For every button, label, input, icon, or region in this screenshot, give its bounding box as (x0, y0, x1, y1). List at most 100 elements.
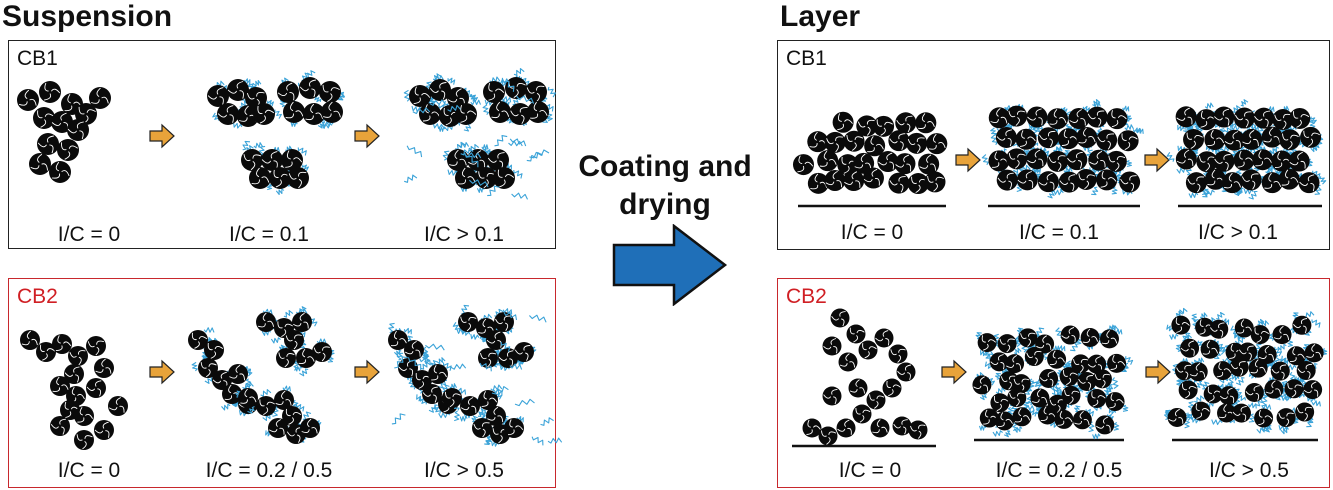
particle-highlight (275, 390, 292, 406)
ionomer-chain (1003, 430, 1011, 438)
particle-highlight (323, 101, 341, 118)
suspension-cb2-ic-0: I/C = 0 (57, 459, 121, 482)
suspension-cb2-agg-2b (452, 304, 537, 371)
carbon-particle (1219, 386, 1239, 406)
particle-highlight (889, 133, 906, 150)
ionomer-chain (450, 363, 467, 370)
carbon-particle (832, 111, 854, 133)
ionomer-chain (1176, 307, 1188, 316)
particle-highlight (277, 321, 294, 337)
particle-highlight (831, 311, 846, 327)
particle-highlight (1048, 155, 1066, 172)
particle-highlight (849, 327, 865, 343)
carbon-particle (1087, 389, 1107, 409)
particle-highlight (1297, 363, 1313, 379)
ionomer-chain (403, 327, 412, 335)
ionomer-chain (1124, 124, 1134, 131)
particle-highlight (460, 316, 477, 332)
ionomer-chain (419, 357, 431, 366)
ionomer-chain (452, 322, 461, 332)
carbon-particle (888, 344, 908, 364)
carbon-particle (108, 396, 128, 416)
suspension-cb1-step-arrow-1 (149, 123, 175, 149)
carbon-particle (1244, 382, 1264, 402)
particle-highlight (1014, 408, 1031, 423)
particle-highlight (526, 85, 545, 103)
particle-highlight (481, 391, 498, 407)
carbon-particle (1039, 368, 1059, 388)
particle-highlight (1000, 375, 1017, 390)
particle-highlight (1195, 403, 1210, 419)
particle-highlight (1061, 326, 1076, 343)
ionomer-chain (1203, 189, 1215, 197)
particle-highlight (1111, 110, 1127, 128)
step-arrow-shape (149, 123, 175, 149)
ionomer-chain (1113, 422, 1120, 431)
layer-cb2-step-arrow-1 (941, 359, 967, 385)
layer-cb2-ic-2: I/C > 0.5 (1209, 459, 1289, 482)
ionomer-chain (221, 403, 231, 411)
particle-highlight (1087, 110, 1105, 127)
particle-highlight (1176, 149, 1194, 166)
suspension-cb2-free-ionomer (391, 311, 563, 446)
carbon-particle (1209, 319, 1229, 339)
suspension-cb1-free-ionomer (404, 77, 550, 200)
ionomer-chain (1103, 385, 1112, 393)
particle-highlight (1207, 129, 1225, 147)
ionomer-chain (477, 408, 487, 417)
carbon-particle (486, 330, 506, 350)
ionomer-chain (458, 142, 470, 149)
carbon-particle (1196, 151, 1218, 173)
particle-highlight (1306, 344, 1322, 358)
carbon-particle (830, 308, 850, 328)
particle-highlight (61, 142, 78, 160)
carbon-particle (29, 153, 51, 175)
ionomer-chain (1034, 167, 1041, 174)
particle-highlight (301, 418, 318, 434)
particle-highlight (1057, 410, 1073, 426)
carbon-particle (1171, 315, 1191, 335)
particle-highlight (1026, 351, 1042, 366)
particle-highlight (240, 388, 257, 404)
carbon-particle (1271, 150, 1293, 172)
particle-highlight (823, 388, 838, 405)
carbon-particle (892, 416, 912, 436)
ionomer-chain (412, 107, 431, 115)
suspension-cb1-agg-0 (17, 81, 111, 183)
particle-highlight (67, 121, 84, 140)
ionomer-chain (992, 430, 1003, 437)
particle-highlight (810, 173, 828, 190)
particle-highlight (1273, 325, 1290, 341)
carbon-particle (1231, 403, 1251, 423)
particle-highlight (1020, 332, 1036, 347)
carbon-particle (896, 362, 916, 382)
particle-highlight (37, 110, 55, 128)
particle-highlight (1073, 358, 1089, 373)
carbon-particle (907, 173, 929, 195)
ionomer-chain (1235, 169, 1242, 179)
carbon-particle (862, 167, 884, 189)
particle-highlight (872, 419, 888, 434)
particle-highlight (1097, 133, 1114, 150)
ionomer-chain (1177, 145, 1186, 152)
carbon-particle (1006, 148, 1028, 170)
step-arrow-shape (955, 147, 981, 173)
particle-highlight (1027, 108, 1043, 126)
carbon-particle (1037, 127, 1059, 149)
ionomer-chain (459, 415, 468, 422)
carbon-particle (409, 85, 431, 107)
carbon-particle (1278, 168, 1300, 190)
carbon-particle (1272, 325, 1292, 345)
particle-highlight (227, 81, 244, 99)
particle-highlight (288, 171, 307, 189)
particle-highlight (243, 154, 262, 171)
suspension-cb1-agg-2c (442, 141, 523, 193)
ionomer-chain (411, 105, 422, 113)
particle-highlight (1049, 109, 1067, 125)
ionomer-chain (273, 109, 282, 119)
carbon-particle (1183, 128, 1205, 150)
particle-highlight (1078, 127, 1096, 144)
carbon-particle (870, 418, 890, 438)
carbon-particle (843, 170, 865, 192)
particle-highlight (1187, 176, 1205, 193)
